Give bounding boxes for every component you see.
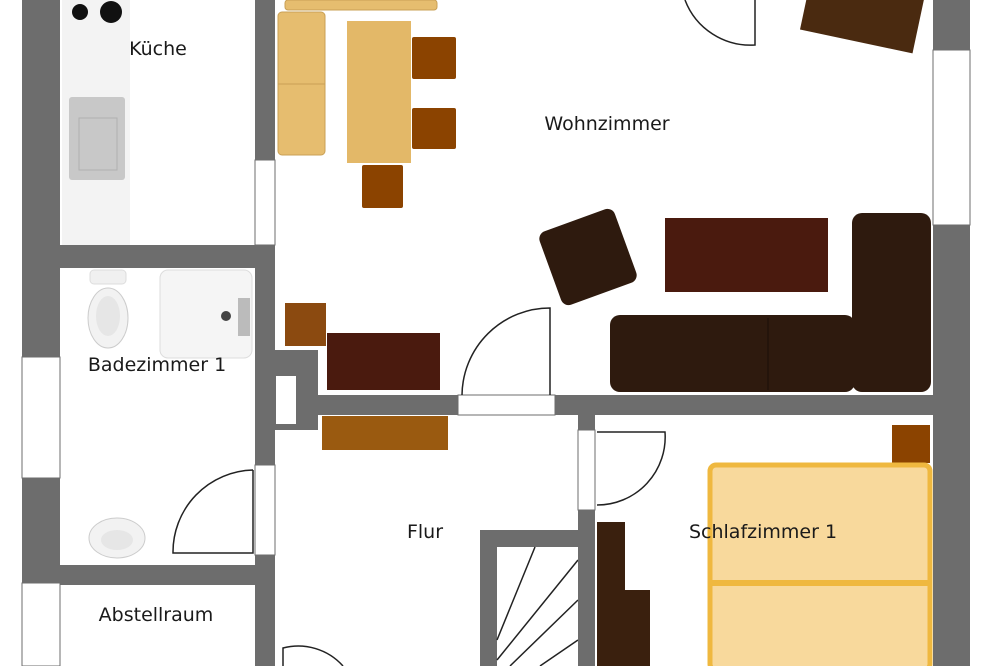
- shoe-cabinet: [322, 416, 448, 450]
- bed: [707, 462, 933, 666]
- sofa-back: [284, 0, 438, 11]
- ottoman: [539, 208, 637, 306]
- room-label-storage: Abstellraum: [99, 604, 214, 626]
- room-label-hall: Flur: [407, 521, 443, 543]
- chair: [412, 37, 456, 79]
- room-label-bedroom: Schlafzimmer 1: [689, 521, 837, 543]
- doors: [172, 0, 756, 666]
- stove-burner-icon: [100, 1, 122, 23]
- room-label-living: Wohnzimmer: [544, 113, 669, 135]
- chair: [412, 108, 456, 149]
- window: [932, 49, 971, 226]
- sectional-sofa: [610, 315, 855, 392]
- side-table: [285, 303, 326, 346]
- wardrobe: [597, 522, 650, 666]
- sectional-sofa-chaise: [852, 213, 931, 392]
- door-swing: [596, 431, 666, 506]
- door-swing: [282, 645, 344, 666]
- door-swing: [684, 0, 756, 46]
- armchair: [800, 0, 925, 54]
- coffee-table: [665, 218, 828, 292]
- hall-bedroom-furniture: [322, 416, 933, 666]
- kitchen-counter: [62, 0, 130, 245]
- living-furniture: [277, 0, 931, 392]
- door-swing: [461, 307, 551, 396]
- room-label-kitchen: Küche: [129, 38, 187, 60]
- bathroom-fixtures: [87, 269, 253, 559]
- shower-tray: [159, 269, 253, 359]
- staircase: [480, 530, 579, 666]
- door-swing: [172, 469, 254, 554]
- window: [21, 356, 61, 479]
- chair: [362, 165, 403, 208]
- stove-burner-icon: [72, 4, 88, 20]
- room-label-bath: Badezimmer 1: [88, 354, 226, 376]
- window: [21, 582, 61, 666]
- nightstand: [892, 425, 930, 463]
- dining-table: [347, 21, 411, 163]
- walls: [21, 0, 971, 666]
- tv-board: [327, 333, 440, 390]
